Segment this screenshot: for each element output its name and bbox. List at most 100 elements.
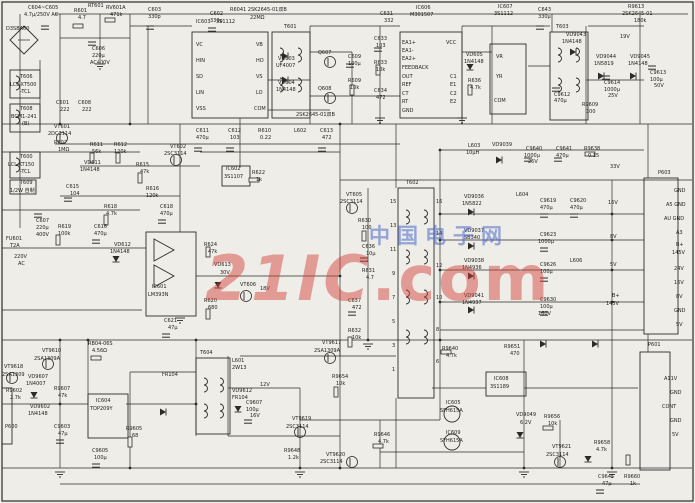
component-label: IC605 xyxy=(446,400,461,406)
component-label: 2SA1309A xyxy=(314,348,341,354)
component-label: C609 xyxy=(348,54,361,60)
component-label: L606 xyxy=(570,258,582,264)
component-label: C9645 xyxy=(598,474,614,480)
resistor-icon xyxy=(205,308,211,320)
transistor-icon xyxy=(324,352,336,364)
component-label: 100 xyxy=(362,225,372,231)
junction-dot xyxy=(194,338,198,342)
winding-icon xyxy=(423,289,428,305)
component-label: C9603 xyxy=(54,424,70,430)
component-label: 470μ xyxy=(570,205,584,211)
component-label: VT9610 xyxy=(42,348,61,354)
component-label: 4.7k xyxy=(596,447,607,453)
component-label: 1N5822 xyxy=(462,201,482,207)
component-label: 10k xyxy=(352,335,361,341)
component-label: C2 xyxy=(450,91,457,97)
junction-dot xyxy=(86,338,90,342)
component-label: 2SA1309 xyxy=(2,372,25,378)
resistor-icon xyxy=(55,234,61,246)
transistor-icon xyxy=(42,358,54,370)
diode-icon xyxy=(160,408,166,416)
component-box xyxy=(643,177,679,335)
component-box xyxy=(271,31,311,119)
resistor-icon xyxy=(90,355,102,361)
resistor-icon xyxy=(361,230,367,242)
component-label: 1N5819 xyxy=(594,61,614,67)
component-label: 180k xyxy=(634,18,647,24)
component-label: GND xyxy=(670,390,682,396)
component-box xyxy=(145,231,197,317)
opamp-icon xyxy=(153,264,175,288)
component-label: 47μ xyxy=(58,431,68,437)
component-label: T600 xyxy=(19,154,33,160)
component-label: VD9612 xyxy=(232,388,252,394)
component-label: C1 xyxy=(450,74,457,80)
junction-dot xyxy=(338,274,342,278)
component-label: VSS xyxy=(196,106,206,112)
winding-icon xyxy=(297,47,302,63)
component-label: 100μ xyxy=(650,77,664,83)
diode-icon xyxy=(466,64,474,70)
component-label: T602 xyxy=(405,180,419,186)
component-label: 1N4148 xyxy=(80,167,100,173)
component-label: IC609 xyxy=(446,430,461,436)
junction-dot xyxy=(610,268,614,272)
component-label: R630 xyxy=(358,218,371,224)
diode-icon xyxy=(598,72,604,80)
component-label: C633 xyxy=(374,36,387,42)
component-label: 2SK2645-01双B xyxy=(296,112,336,118)
component-label: 220μ xyxy=(36,225,50,231)
component-label: 2SK2645-01 xyxy=(622,11,653,17)
component-label: 3S1112 xyxy=(216,19,235,25)
resistor-icon xyxy=(103,214,109,226)
component-label: 1N4148 xyxy=(464,59,484,65)
transistor-icon xyxy=(324,92,336,104)
component-label: 16 xyxy=(436,199,442,205)
component-label: 5 xyxy=(392,319,395,325)
component-label: 8V xyxy=(676,294,683,300)
component-label: R9640 xyxy=(442,346,458,352)
winding-icon xyxy=(15,109,20,125)
component-label: 120k xyxy=(146,193,159,199)
component-label: T2A xyxy=(9,243,20,249)
component-label: 15 xyxy=(390,199,396,205)
component-label: C9605 xyxy=(92,448,108,454)
component-label: IC602 xyxy=(226,166,241,172)
component-label: 10k xyxy=(336,381,345,387)
optocoupler-icon xyxy=(443,433,461,451)
transistor-icon xyxy=(170,154,182,166)
winding-icon xyxy=(423,249,428,265)
component-box xyxy=(639,351,671,471)
component-label: R609 xyxy=(348,78,361,84)
component-label: RB04-06S xyxy=(88,341,113,347)
component-label: C9612 xyxy=(554,92,570,98)
transistor-icon xyxy=(56,132,68,144)
winding-icon xyxy=(575,77,580,93)
component-label: 1k xyxy=(256,177,262,183)
component-label: 1N4936 xyxy=(462,265,482,271)
component-label: 470μ xyxy=(556,153,570,159)
component-label: T603 xyxy=(555,24,569,30)
component-label: 68 xyxy=(132,433,138,439)
component-label: 1N4937 xyxy=(462,300,482,306)
junction-dot xyxy=(610,212,614,216)
component-label: VD611 xyxy=(84,160,101,166)
component-label: R602 xyxy=(54,140,67,146)
component-label: IC608 xyxy=(494,376,509,382)
component-label: T606 xyxy=(19,74,33,80)
component-label: R9609 xyxy=(582,102,598,108)
transistor-icon xyxy=(346,456,358,468)
component-label: RV601A xyxy=(106,5,126,11)
component-label: 120k xyxy=(114,149,127,155)
transistor-icon xyxy=(240,290,252,302)
component-label: C604~C605 xyxy=(28,5,58,11)
component-label: R9654 xyxy=(332,374,348,380)
component-label: IC606 xyxy=(416,5,431,11)
component-label: HIN xyxy=(196,58,205,64)
component-label: C616 xyxy=(94,224,107,230)
component-label: R615 xyxy=(136,162,149,168)
resistor-icon xyxy=(467,84,473,96)
component-box xyxy=(9,103,41,133)
component-label: GND xyxy=(674,308,686,314)
component-label: 1N4148 xyxy=(562,39,582,45)
